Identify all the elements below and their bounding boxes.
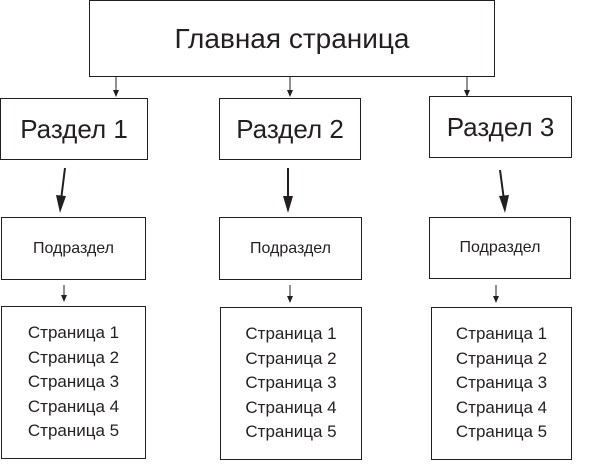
page-item: Страница 1 <box>27 323 120 343</box>
page-item: Страница 5 <box>245 422 337 442</box>
section-node-1: Раздел 1 <box>0 98 148 160</box>
section-1-to-subsection-arrow <box>60 167 66 201</box>
page-item: Страница 2 <box>27 347 120 367</box>
root-to-section-2-arrowhead <box>287 90 293 97</box>
page-item: Страница 3 <box>245 373 337 393</box>
pages-node-1: Страница 1 Страница 2 Страница 3 Страниц… <box>1 306 146 459</box>
page-item: Страница 1 <box>245 324 337 344</box>
subsection-node-1: Подраздел <box>1 217 146 280</box>
page-item: Страница 3 <box>455 373 548 393</box>
subsection-2-to-pages-arrowhead <box>287 296 293 303</box>
root-node: Главная страница <box>89 0 495 77</box>
subsection-3-to-pages-arrowhead <box>493 296 499 303</box>
subsection-1-to-pages-arrowhead <box>61 295 67 302</box>
pages-node-2: Страница 1 Страница 2 Страница 3 Страниц… <box>220 307 362 460</box>
page-item: Страница 2 <box>245 348 337 368</box>
subsection-label: Подраздел <box>459 239 541 256</box>
section-to-subsection-connectors <box>56 167 509 213</box>
page-item: Страница 1 <box>455 324 548 344</box>
section-label: Раздел 1 <box>20 113 128 144</box>
section-3-to-subsection-arrow <box>499 169 505 201</box>
page-item: Страница 5 <box>455 422 548 442</box>
page-item: Страница 5 <box>27 421 120 441</box>
page-item: Страница 4 <box>27 396 120 416</box>
section-2-to-subsection-arrowhead <box>283 196 293 213</box>
page-item: Страница 2 <box>455 348 548 368</box>
section-node-3: Раздел 3 <box>429 96 572 158</box>
root-to-section-connectors <box>113 77 470 97</box>
page-item: Страница 3 <box>27 372 120 392</box>
subsection-label: Подраздел <box>249 239 332 257</box>
root-label: Главная страница <box>174 22 410 54</box>
section-label: Раздел 3 <box>446 111 555 142</box>
section-3-to-subsection-arrowhead <box>499 195 509 213</box>
section-node-2: Раздел 2 <box>219 98 361 160</box>
root-to-section-3-arrowhead <box>464 90 470 97</box>
page-item: Страница 4 <box>245 397 337 417</box>
subsection-to-pages-connectors <box>61 285 499 303</box>
subsection-node-3: Подраздел <box>429 217 571 279</box>
section-1-to-subsection-arrowhead <box>56 195 66 213</box>
subsection-label: Подраздел <box>32 239 115 257</box>
root-to-section-1-arrowhead <box>113 90 119 97</box>
pages-node-3: Страница 1 Страница 2 Страница 3 Страниц… <box>431 307 572 460</box>
section-label: Раздел 2 <box>236 113 344 144</box>
subsection-node-2: Подраздел <box>219 217 362 280</box>
page-item: Страница 4 <box>455 397 548 417</box>
